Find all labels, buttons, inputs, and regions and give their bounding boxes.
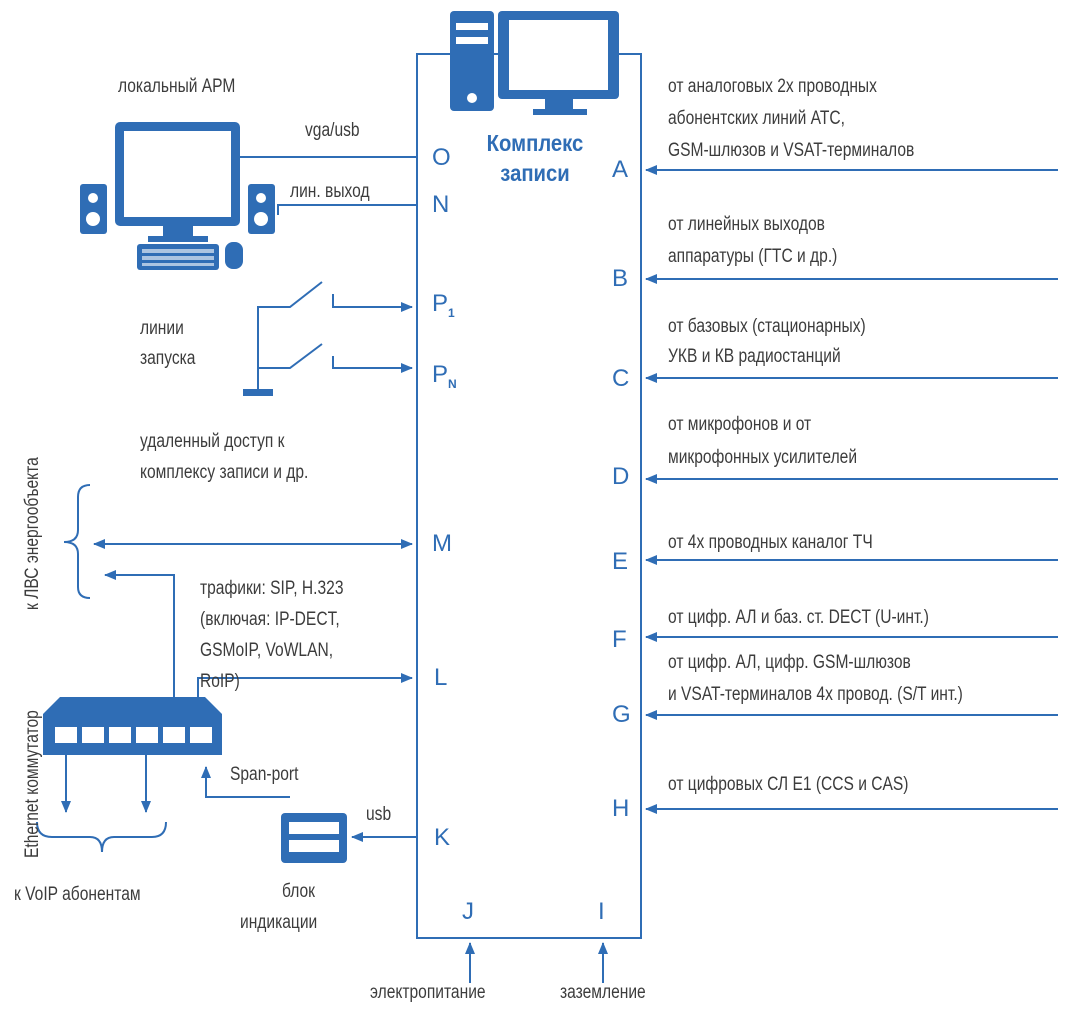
switch-vertical-label: Ethernet коммутатор (22, 710, 43, 858)
traffic-label-2: (включая: IP-DECT, (200, 609, 340, 630)
switch-to-l-line (197, 673, 413, 697)
vga-usb-label: vga/usb (305, 120, 360, 141)
indicator-label-2: индикации (240, 912, 318, 933)
line-out-label: лин. выход (290, 181, 370, 202)
trigger-line-p1 (332, 294, 413, 312)
input-c-label-1: от базовых (стационарных) (668, 316, 866, 337)
lan-vertical-label: к ЛВС энергообъекта (22, 457, 43, 610)
input-f-label: от цифр. АЛ и баз. ст. DECT (U-инт.) (668, 607, 929, 628)
port-b: B (612, 265, 629, 292)
monitor-icon (115, 122, 240, 242)
remote-access-label-2: комплексу записи и др. (140, 462, 309, 483)
switch-icon (43, 697, 222, 755)
trigger-contact-1 (257, 281, 323, 392)
input-a-label-3: GSM-шлюзов и VSAT-терминалов (668, 140, 915, 161)
speaker-icon (80, 184, 275, 234)
port-j: J (462, 898, 474, 925)
mouse-icon (225, 242, 243, 269)
power-label: электропитание (370, 982, 486, 1003)
port-f: F (612, 626, 627, 653)
indicator-label-1: блок (282, 881, 315, 902)
trigger-lines-label-2: запуска (140, 348, 196, 369)
port-e: E (612, 548, 629, 575)
port-a: A (612, 156, 629, 183)
traffic-label-4: RoIP) (200, 671, 240, 692)
computer-icon (450, 11, 619, 115)
port-o: O (432, 144, 451, 171)
input-b-label-1: от линейных выходов (668, 214, 825, 235)
trigger-line-pn (332, 356, 413, 373)
input-e-label: от 4х проводных каналог ТЧ (668, 532, 873, 553)
indicator-box-icon (281, 813, 347, 863)
usb-label: usb (366, 804, 392, 825)
input-h-label: от цифровых СЛ Е1 (CCS и CAS) (668, 774, 909, 795)
input-d-label-2: микрофонных усилителей (668, 447, 858, 468)
port-h: H (612, 795, 630, 822)
span-port-label: Span-port (230, 764, 299, 785)
input-g-label-1: от цифр. АЛ, цифр. GSM-шлюзов (668, 652, 911, 673)
span-port-line (201, 766, 290, 798)
traffic-label-1: трафики: SIP, H.323 (200, 578, 344, 599)
input-b-label-2: аппаратуры (ГТС и др.) (668, 246, 838, 267)
port-c: C (612, 365, 630, 392)
input-g-label-2: и VSAT-терминалов 4х провод. (S/T инт.) (668, 684, 963, 705)
port-g: G (612, 701, 631, 728)
port-l: L (434, 664, 448, 691)
traffic-label-3: GSMoIP, VoWLAN, (200, 640, 334, 661)
input-a-label-1: от аналоговых 2х проводных (668, 76, 877, 97)
port-d: D (612, 463, 630, 490)
ground-icon (243, 389, 273, 396)
port-p1: P1 (432, 290, 455, 320)
port-k: K (434, 824, 451, 851)
keyboard-icon (137, 244, 219, 270)
port-m: M (432, 530, 452, 557)
port-i: I (598, 898, 605, 925)
voip-brace (36, 821, 167, 853)
remote-access-label-1: удаленный доступ к (140, 431, 285, 452)
voip-label: к VoIP абонентам (14, 884, 141, 905)
input-c-label-2: УКВ и КВ радиостанций (668, 346, 841, 367)
trigger-contact-n (258, 343, 323, 369)
switch-to-lan-line (104, 570, 175, 697)
input-a-label-2: абонентских линий АТС, (668, 108, 845, 129)
ground-label: заземление (560, 982, 646, 1003)
recorder-title: Комплекс записи (486, 130, 584, 186)
port-n: N (432, 191, 450, 218)
port-pn: PN (432, 361, 457, 391)
lan-brace (63, 484, 91, 599)
trigger-lines-label-1: линии (140, 318, 184, 339)
local-arm-label: локальный АРМ (118, 76, 236, 97)
line-out-line (277, 204, 417, 215)
input-d-label-1: от микрофонов и от (668, 414, 812, 435)
